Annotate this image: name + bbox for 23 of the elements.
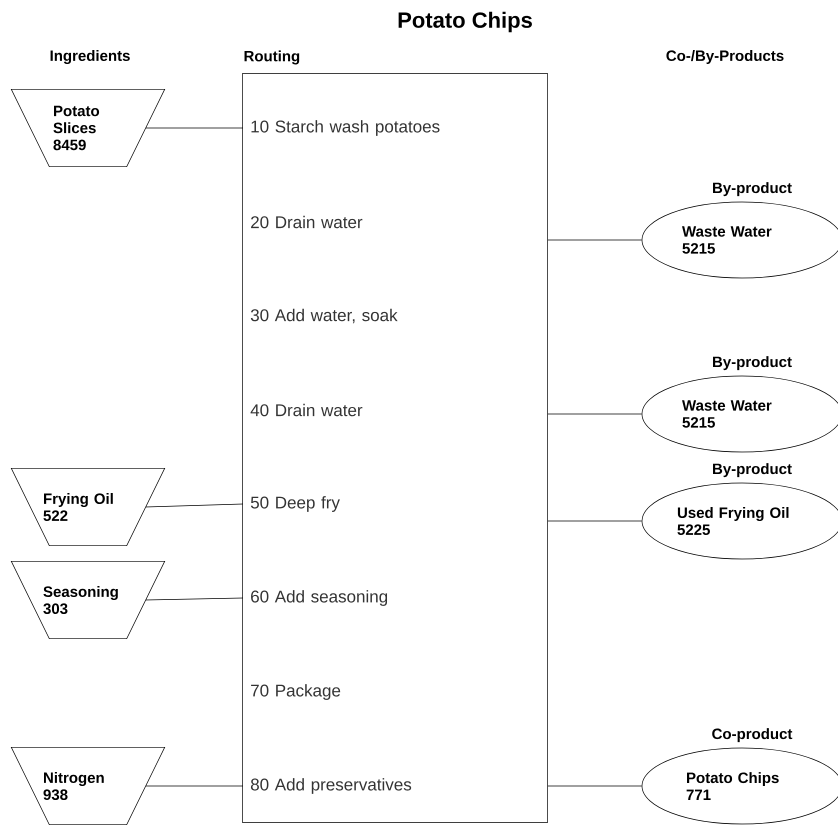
routing-step: 70 Package (251, 684, 340, 700)
connector-line (145, 598, 244, 600)
connector-line (548, 520, 642, 522)
node-caption: Co-product (712, 728, 792, 742)
node-caption: By-product (713, 463, 792, 478)
node-caption: By-product (713, 182, 792, 196)
routing-step: 40 Drain water (250, 404, 362, 416)
routing-step: 30 Add water, soak (250, 308, 398, 324)
routing-step: 10 Starch wash potatoes (252, 120, 440, 136)
ingredient-trapezoid: Potato Slices 8459 (10, 88, 166, 168)
ingredient-trapezoid: Frying Oil 522 (10, 468, 166, 546)
routing-step: 80 Add preservatives (250, 778, 412, 794)
column-heading: Ingredients (50, 50, 130, 64)
node-label: Routing (244, 50, 300, 64)
routing-step: 20 Drain water (251, 216, 362, 228)
column-heading: Co-/By-Products (666, 50, 784, 64)
node-caption: By-product (713, 356, 792, 370)
ingredient-trapezoid: Seasoning 303 (10, 560, 166, 640)
ingredient-trapezoid: Nitrogen 938 (10, 746, 166, 826)
routing-step: 60 Add seasoning (251, 590, 388, 606)
connector-line (145, 504, 244, 508)
routing-step: 50 Deep fry (250, 496, 340, 512)
title: Potato Chips (398, 12, 532, 32)
